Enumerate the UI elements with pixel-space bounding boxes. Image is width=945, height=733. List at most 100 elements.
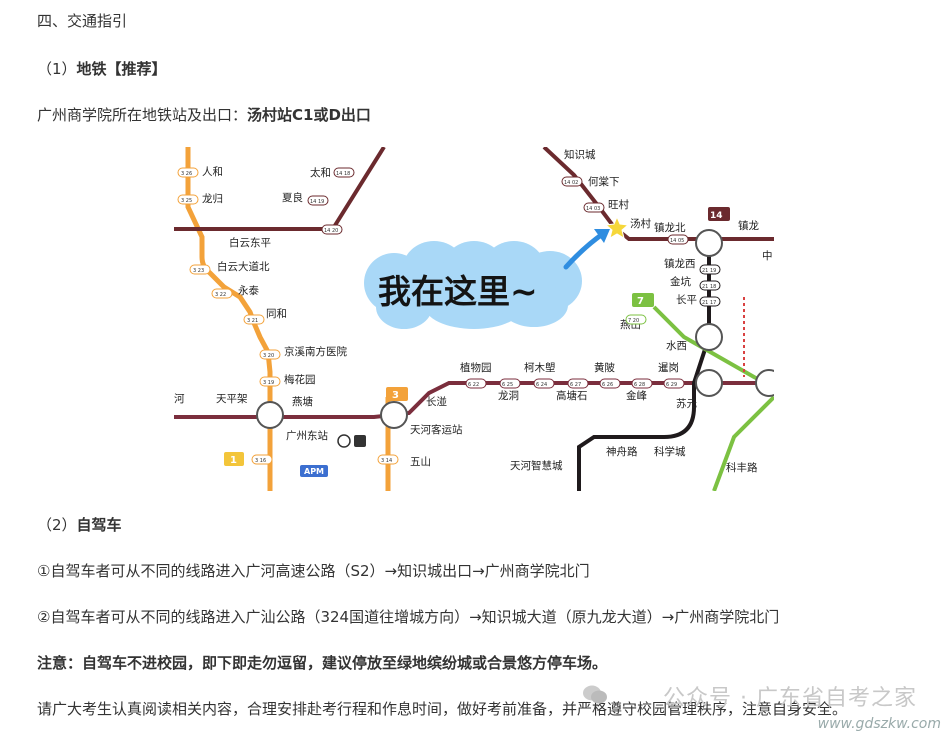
station-yongtai: 永泰: [238, 284, 259, 297]
interchange-shuixi: [695, 323, 723, 351]
station-info: 广州商学院所在地铁站及出口：汤村站C1或D出口: [37, 105, 371, 125]
code-wangcun: 14 03: [586, 206, 600, 212]
code-dongzhan: 3 16: [255, 458, 266, 464]
code-xiagang: 6 29: [666, 382, 677, 388]
line1-badge-text: 1: [230, 455, 237, 466]
code-changping: 21 17: [702, 300, 716, 306]
station-suyuan: 苏元: [676, 397, 697, 410]
section-title: 四、交通指引: [37, 12, 128, 30]
station-jinkeng: 金坑: [670, 275, 691, 288]
code-meihua: 3 19: [263, 380, 274, 386]
location-bubble: 我在这里~: [364, 241, 582, 329]
station-zhenlongxi: 镇龙西: [664, 257, 696, 270]
station-baiyundongping: 白云东平: [229, 236, 271, 249]
station-xialiang: 夏良: [282, 191, 303, 204]
train-icon: [354, 435, 366, 447]
station-kejilu: 科丰路: [726, 461, 758, 474]
station-taihe: 太和: [310, 166, 331, 179]
line7-badge-text: 7: [637, 296, 644, 307]
interchange-keyun: [380, 401, 408, 429]
metro-map: 人和 龙归 白云东平 白云大道北 永泰 同和 京溪南方医院 梅花园 燕塘 天平架…: [174, 147, 774, 491]
code-hetang: 14 02: [564, 180, 578, 186]
wechat-icon: [583, 685, 607, 704]
station-tianpingjia: 天平架: [216, 393, 248, 405]
station-he: 河: [174, 393, 185, 405]
station-tonghe: 同和: [266, 308, 287, 320]
line1-badge: [224, 452, 244, 466]
line7-badge: [632, 293, 654, 307]
line14-track: [174, 147, 386, 231]
code-yongtai: 3 22: [215, 292, 226, 298]
code-zhiwu: 6 22: [468, 382, 479, 388]
code-pills: 3 26 3 25 3 23 3 22 3 21 3 20 3 19 3 16 …: [177, 167, 721, 465]
metro-map-svg: 人和 龙归 白云东平 白云大道北 永泰 同和 京溪南方医院 梅花园 燕塘 天平架…: [174, 147, 774, 491]
driving-route-2: ②自驾车者可从不同的线路进入广汕公路（324国道往增城方向）→知识城大道（原九龙…: [37, 608, 780, 626]
station-baiyundadaobei: 白云大道北: [217, 260, 270, 273]
line6-track: [174, 381, 774, 419]
driving-route-1: ①自驾车者可从不同的线路进入广河高速公路（S2）→知识城出口→广州商学院北门: [37, 562, 590, 580]
driving-heading-num: （2）: [37, 516, 77, 534]
station-shenzhou: 神舟路: [606, 445, 638, 458]
station-hetangxia: 何棠下: [588, 175, 620, 188]
station-tangcun: 汤村: [630, 217, 651, 230]
code-renhe: 3 26: [181, 171, 192, 177]
apm-badge-text: APM: [304, 467, 324, 476]
code-huangpi: 6 26: [602, 382, 613, 388]
star-icon: [604, 215, 630, 240]
station-zhishicheng: 知识城: [564, 148, 596, 161]
station-kexuecheng: 科学城: [654, 445, 686, 458]
station-prefix: 广州商学院所在地铁站及出口：: [37, 106, 248, 124]
watermark-site: www.gdszkw.com: [817, 716, 941, 732]
code-yanshan: 7 20: [628, 318, 639, 324]
station-zhiwuyuan: 植物园: [460, 361, 492, 374]
railway-icon: [337, 434, 351, 448]
station-gaotangshi: 高塘石: [556, 389, 588, 402]
pointer-arrowhead: [594, 229, 610, 243]
line14-badge: [708, 207, 730, 221]
subway-heading: （1）地铁【推荐】: [37, 59, 167, 79]
closing-note: 请广大考生认真阅读相关内容，合理安排赴考行程和作息时间，做好考前准备，并严格遵守…: [37, 700, 848, 718]
bubble-text: 我在这里~: [378, 272, 538, 311]
line3-badge: [386, 387, 408, 401]
station-guangzhoudong: 广州东站: [286, 429, 328, 442]
driving-notice: 注意：自驾车不进校园，即下即走勿逗留，建议停放至绿地缤纷城或合景悠方停车场。: [37, 654, 608, 672]
interchange-zhenlongbei: [695, 229, 723, 257]
station-kemulang: 柯木塱: [524, 361, 556, 374]
apm-badge: [300, 465, 328, 477]
station-wangcun: 旺村: [608, 198, 629, 211]
code-kemu: 6 24: [536, 382, 547, 388]
station-nanfang: 京溪南方医院: [284, 345, 347, 358]
interchange-east: [755, 369, 774, 397]
subway-heading-num: （1）: [37, 60, 77, 78]
watermark-text: 公众号 · 广东省自考之家: [663, 686, 917, 711]
station-highlight: 汤村站C1或D出口: [247, 106, 371, 124]
station-wushan: 五山: [410, 456, 431, 468]
station-changban: 长湴: [426, 395, 447, 408]
station-meihuayuan: 梅花园: [284, 373, 316, 386]
station-renhe: 人和: [202, 166, 223, 178]
code-wushan: 3 14: [381, 458, 392, 464]
code-nanfang: 3 20: [263, 353, 274, 359]
code-tonghe: 3 21: [247, 318, 258, 324]
station-yantang: 燕塘: [292, 395, 313, 408]
station-zhenlong: 镇龙: [738, 219, 759, 232]
driving-heading: （2）自驾车: [37, 515, 122, 535]
line14-badge-text: 14: [710, 211, 723, 221]
subway-heading-text: 地铁【推荐】: [76, 60, 167, 78]
station-huangpi: 黄陂: [594, 361, 615, 374]
station-longgui: 龙归: [202, 192, 223, 205]
code-baiyunbei: 3 23: [193, 268, 204, 274]
line21-track: [577, 239, 711, 491]
code-xialiang: 14 19: [310, 199, 324, 205]
station-changping: 长平: [676, 294, 697, 306]
code-zhenlongbei: 14 05: [670, 238, 684, 244]
code-jinfeng: 6 28: [634, 382, 645, 388]
code-zhenlongxi: 21 19: [702, 268, 716, 274]
line3-badge-text: 3: [392, 390, 399, 401]
line7-track-b: [712, 395, 774, 491]
station-xiagang: 暹岗: [658, 362, 679, 374]
station-zhenlongbei: 镇龙北: [654, 221, 686, 234]
code-gaotang: 6 27: [570, 382, 581, 388]
pointer-arrow: [563, 230, 607, 270]
interchange-suyuan: [695, 369, 723, 397]
